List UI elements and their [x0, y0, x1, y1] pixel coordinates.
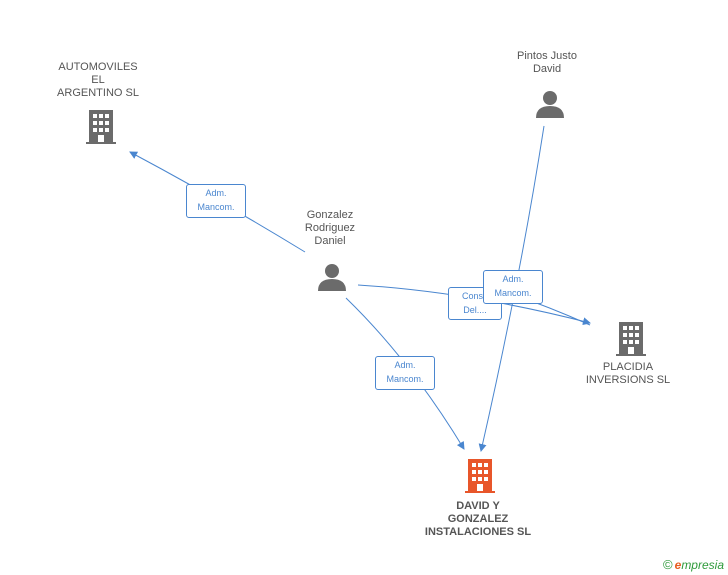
label-line: David [532, 63, 562, 75]
node-label-gonzalez[interactable]: Gonzalez Rodriguez Daniel [280, 209, 380, 248]
label-line: PLACIDIA [602, 361, 654, 373]
node-label-placidia[interactable]: PLACIDIA INVERSIONS SL [578, 361, 678, 387]
label-line: EL [91, 74, 105, 86]
label-line: AUTOMOVILES [58, 61, 138, 73]
building-icon[interactable] [616, 322, 646, 356]
footer-brand: ©empresia [663, 557, 724, 572]
edge-label-line: Mancom. [386, 374, 424, 384]
building-icon[interactable] [465, 459, 495, 493]
edge-label-line: Conse [461, 291, 488, 301]
person-icon[interactable] [318, 264, 346, 291]
label-line: Daniel [314, 235, 346, 247]
edge-label-gonzalez-automoviles[interactable]: Adm. Mancom. [186, 184, 246, 218]
label-line: Pintos Justo [517, 50, 577, 62]
edge-label-line: Del.... [463, 305, 487, 315]
edge-label-line: Adm. [205, 188, 227, 198]
edge-label-pintos-placidia[interactable]: Adm. Mancom. [483, 270, 543, 304]
node-label-david[interactable]: DAVID Y GONZALEZ INSTALACIONES SL [416, 500, 540, 539]
label-line: INVERSIONS SL [585, 374, 671, 386]
brand-name: mpresia [681, 558, 724, 572]
building-icon[interactable] [86, 110, 116, 144]
brand-initial: e [674, 558, 682, 572]
edge-label-line: Mancom. [197, 202, 235, 212]
person-icon[interactable] [536, 91, 564, 118]
edge-label-line: Mancom. [494, 288, 532, 298]
label-line: Rodriguez [304, 222, 356, 234]
label-line: INSTALACIONES SL [424, 526, 532, 538]
node-label-automoviles[interactable]: AUTOMOVILES EL ARGENTINO SL [48, 61, 148, 100]
node-label-pintos[interactable]: Pintos Justo David [497, 50, 597, 76]
label-line: Gonzalez [306, 209, 354, 221]
edge-label-line: Adm. [502, 274, 524, 284]
edge-label-line: Adm. [394, 360, 416, 370]
label-line: DAVID Y [456, 500, 500, 512]
copyright-icon: © [663, 557, 673, 572]
edge-label-gonzalez-david[interactable]: Adm. Mancom. [375, 356, 435, 390]
label-line: GONZALEZ [447, 513, 509, 525]
label-line: ARGENTINO SL [57, 87, 139, 99]
